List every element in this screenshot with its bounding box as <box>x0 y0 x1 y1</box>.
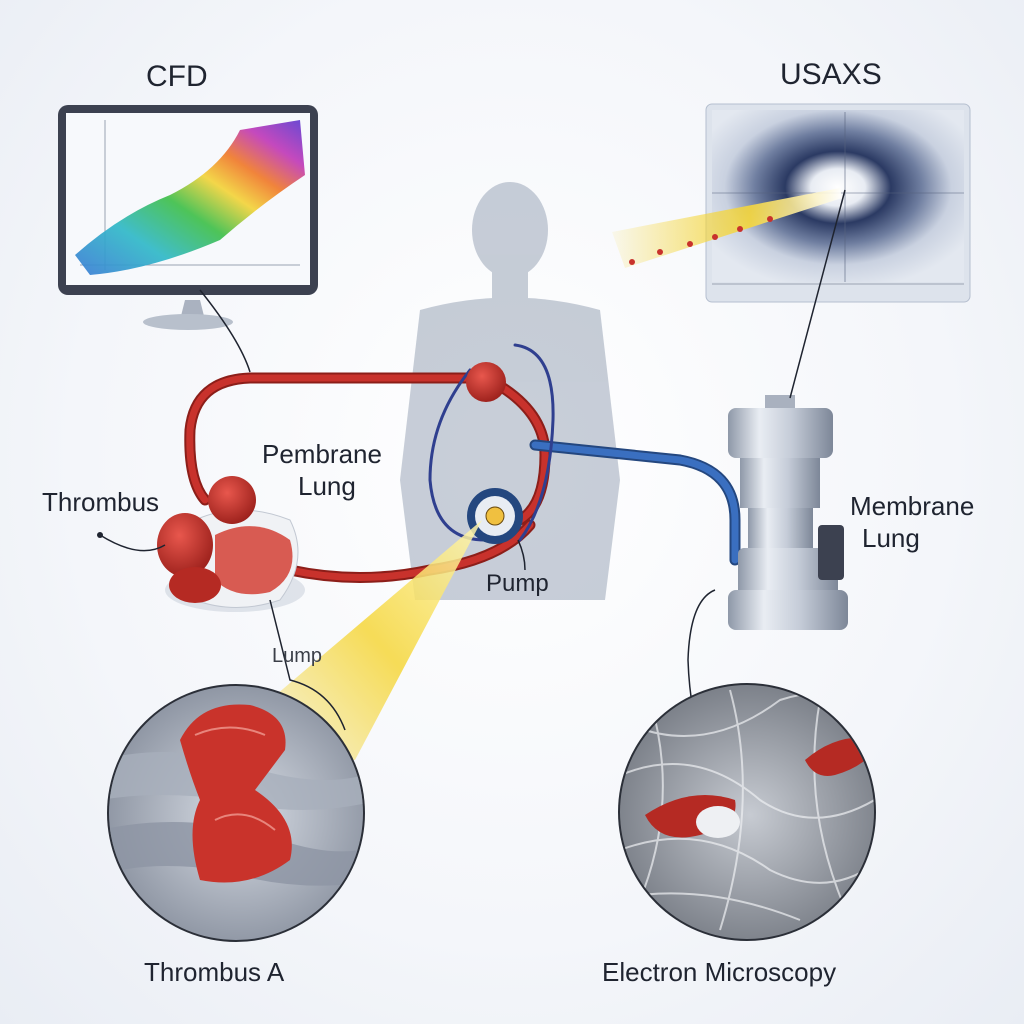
cfd-monitor <box>58 105 318 330</box>
usaxs-beam <box>612 188 842 268</box>
cfd-label: CFD <box>146 60 208 93</box>
thrombus-label: Thrombus <box>42 487 160 517</box>
membrane-lung-right-label-line1: Membrane <box>850 491 975 521</box>
thrombus-pointer-dot <box>97 532 103 538</box>
pump-label: Pump <box>486 570 549 597</box>
electron-microscopy-label: Electron Microscopy <box>602 957 837 987</box>
usaxs-label: USAXS <box>780 58 882 91</box>
usaxs-detector-panel <box>705 103 971 303</box>
centrifugal-pump <box>467 488 523 544</box>
pump-beam <box>270 520 482 760</box>
electron-microscopy-circle <box>618 683 876 941</box>
lump-label: Lump <box>272 645 323 667</box>
membrane-lung-device <box>466 362 506 402</box>
microscope-device <box>728 189 848 630</box>
thrombus-magnified-circle <box>107 684 365 942</box>
thrombus-clot <box>157 476 305 612</box>
thrombus-a-label: Thrombus A <box>144 957 285 987</box>
membrane-lung-left-label-line1: Pembrane <box>262 439 382 469</box>
membrane-lung-right-label-line2: Lung <box>862 523 920 553</box>
membrane-lung-left-label-line2: Lung <box>298 471 356 501</box>
